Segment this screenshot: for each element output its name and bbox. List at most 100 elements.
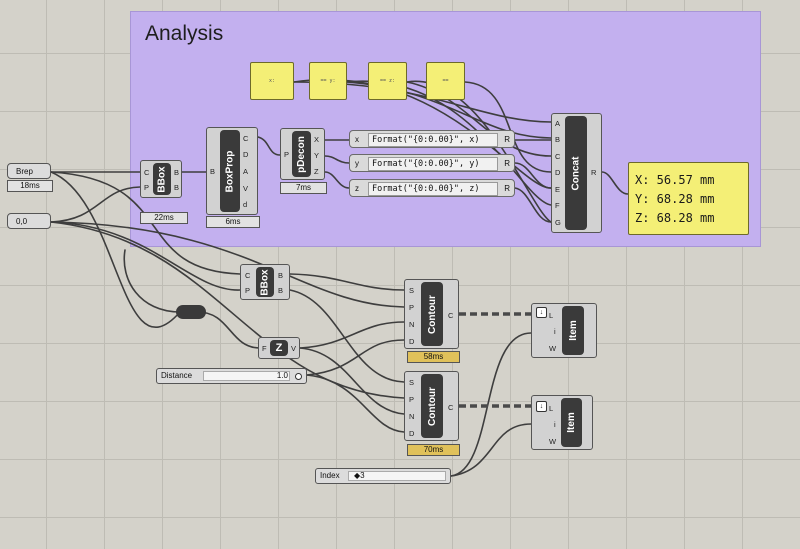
pin: x: [355, 135, 359, 144]
pin: C: [144, 168, 150, 177]
slider-value: 1.0: [276, 371, 288, 380]
pin: i: [554, 327, 556, 336]
bbox-timer: 22ms: [140, 212, 188, 224]
pin: B: [278, 286, 284, 295]
pin: N: [409, 320, 415, 329]
pin: B: [174, 168, 180, 177]
wire: [289, 273, 405, 291]
wire: [293, 78, 552, 189]
wire: [289, 289, 405, 383]
component-core: Concat: [565, 116, 587, 230]
pin: P: [245, 286, 251, 295]
list-item-component[interactable]: ↓ L i W Item: [531, 395, 593, 450]
wire: [123, 249, 181, 313]
expression-code: Format("{0:0.00}", x): [368, 133, 498, 147]
expression-code: Format("{0:0.00}", z): [368, 182, 498, 196]
wire: [50, 171, 241, 275]
component-core: Item: [562, 306, 584, 355]
graft-arrow-icon: ↓: [536, 307, 547, 318]
pin: D: [243, 150, 249, 159]
brep-param[interactable]: Brep: [7, 163, 51, 179]
component-core: pDecon: [292, 131, 311, 177]
slider-value: ◆3: [354, 471, 365, 480]
slider-label: Distance: [161, 371, 193, 380]
wire: [464, 81, 552, 173]
brep-label: Brep: [16, 166, 33, 176]
pin: i: [554, 420, 556, 429]
text-panel[interactable]: == z:: [368, 62, 407, 100]
bbox-component[interactable]: C P BBox B B: [140, 160, 182, 198]
boxprop-timer: 6ms: [206, 216, 260, 228]
pin: B: [210, 167, 216, 176]
component-name: Z: [275, 342, 283, 354]
slider-track[interactable]: [203, 371, 290, 381]
component-name: Concat: [570, 156, 582, 190]
contour-component[interactable]: S P N D Contour C: [404, 279, 459, 349]
wire: [299, 321, 405, 349]
pin: N: [409, 412, 415, 421]
slider-grip-icon[interactable]: [295, 373, 302, 380]
concat-component[interactable]: A B C D E F G Concat R: [551, 113, 602, 233]
pin: C: [243, 134, 249, 143]
pin: B: [174, 183, 180, 192]
contour-timer: 70ms: [407, 444, 460, 456]
component-core: Contour: [421, 374, 443, 438]
component-name: BBox: [259, 268, 271, 296]
output-line: Z: 68.28 mm: [635, 211, 715, 225]
component-core: Item: [561, 398, 582, 447]
bbox-component[interactable]: C P BBox B B: [240, 264, 290, 300]
component-name: Contour: [426, 386, 438, 426]
slider-track[interactable]: [348, 471, 446, 481]
text-panel[interactable]: ==: [426, 62, 465, 100]
component-core: BoxProp: [220, 130, 240, 212]
contour-component[interactable]: S P N D Contour C: [404, 371, 459, 441]
point-param[interactable]: 0,0: [7, 213, 51, 229]
index-slider[interactable]: Index ◆3: [315, 468, 451, 484]
unit-z-component[interactable]: F Z V: [258, 337, 300, 359]
pin: y: [355, 159, 359, 168]
pin: D: [409, 337, 415, 346]
wire: [601, 171, 629, 195]
output-panel[interactable]: X: 56.57 mm Y: 68.28 mm Z: 68.28 mm: [628, 162, 749, 235]
wire: [514, 162, 552, 189]
component-core: BBox: [256, 267, 274, 297]
pin: C: [245, 271, 251, 280]
pin: F: [262, 344, 267, 353]
text-panel[interactable]: == y:: [309, 62, 347, 100]
boxprop-component[interactable]: B BoxProp C D A V d: [206, 127, 258, 215]
wire: [306, 374, 405, 433]
component-name: Item: [567, 320, 579, 341]
wire: [50, 221, 405, 399]
pin: R: [504, 184, 510, 193]
pin: R: [504, 135, 510, 144]
text-panel[interactable]: x:: [250, 62, 294, 100]
pin: B: [555, 135, 561, 144]
wire: [257, 136, 281, 156]
pin: P: [144, 183, 150, 192]
list-item-component[interactable]: ↓ L i W Item: [531, 303, 597, 358]
expression-component[interactable]: y Format("{0:0.00}", y) R: [349, 154, 515, 172]
component-name: BBox: [156, 165, 168, 193]
component-name: pDecon: [296, 135, 308, 173]
pin: A: [555, 119, 561, 128]
expression-component[interactable]: z Format("{0:0.00}", z) R: [349, 179, 515, 197]
expression-component[interactable]: x Format("{0:0.00}", x) R: [349, 130, 515, 148]
pin: Y: [314, 151, 320, 160]
relay-node[interactable]: [176, 305, 206, 319]
wire: [450, 332, 532, 477]
graft-arrow-icon: ↓: [536, 401, 547, 412]
pin: P: [409, 395, 415, 404]
brep-timer: 18ms: [7, 180, 53, 192]
distance-slider[interactable]: Distance 1.0: [156, 368, 307, 384]
wire: [450, 423, 532, 477]
component-core: Z: [270, 340, 288, 356]
pdecon-timer: 7ms: [280, 182, 327, 194]
pin: W: [549, 437, 557, 446]
pin: X: [314, 135, 320, 144]
pin: D: [409, 429, 415, 438]
pdecon-component[interactable]: P pDecon X Y Z: [280, 128, 325, 180]
component-core: BBox: [153, 163, 171, 195]
wire: [50, 186, 141, 223]
